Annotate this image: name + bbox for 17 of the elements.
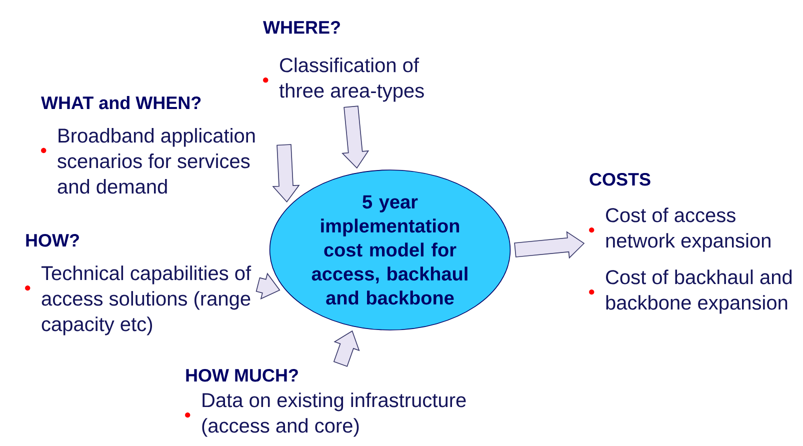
- bullet-text: Cost of backhaul and backbone expansion: [606, 270, 792, 314]
- bullet-text: Data on existing infrastructure (access and core): [202, 392, 466, 437]
- heading: COSTS: [590, 172, 650, 186]
- ellipse-text: 5 year implementation cost model for access, backhaul and backbone: [312, 195, 468, 305]
- heading: WHERE?: [263, 20, 340, 34]
- heading: HOW MUCH?: [186, 368, 298, 382]
- bullet-text: Broadband application scenarios for services and demand: [58, 128, 255, 194]
- bullet-text: Classification of three area-types: [279, 58, 424, 102]
- heading: HOW?: [26, 234, 79, 247]
- bullet-text: Cost of access network expansion: [606, 208, 770, 252]
- bullet-text: Technical capabilities of access solutions (range capacity etc): [41, 266, 252, 336]
- block-arrow: [272, 144, 300, 202]
- block-arrow: [514, 231, 585, 259]
- heading: WHAT and WHEN?: [41, 96, 201, 110]
- block-arrow: [342, 106, 370, 169]
- block-arrow: [256, 272, 280, 300]
- ellipse: [269, 170, 511, 330]
